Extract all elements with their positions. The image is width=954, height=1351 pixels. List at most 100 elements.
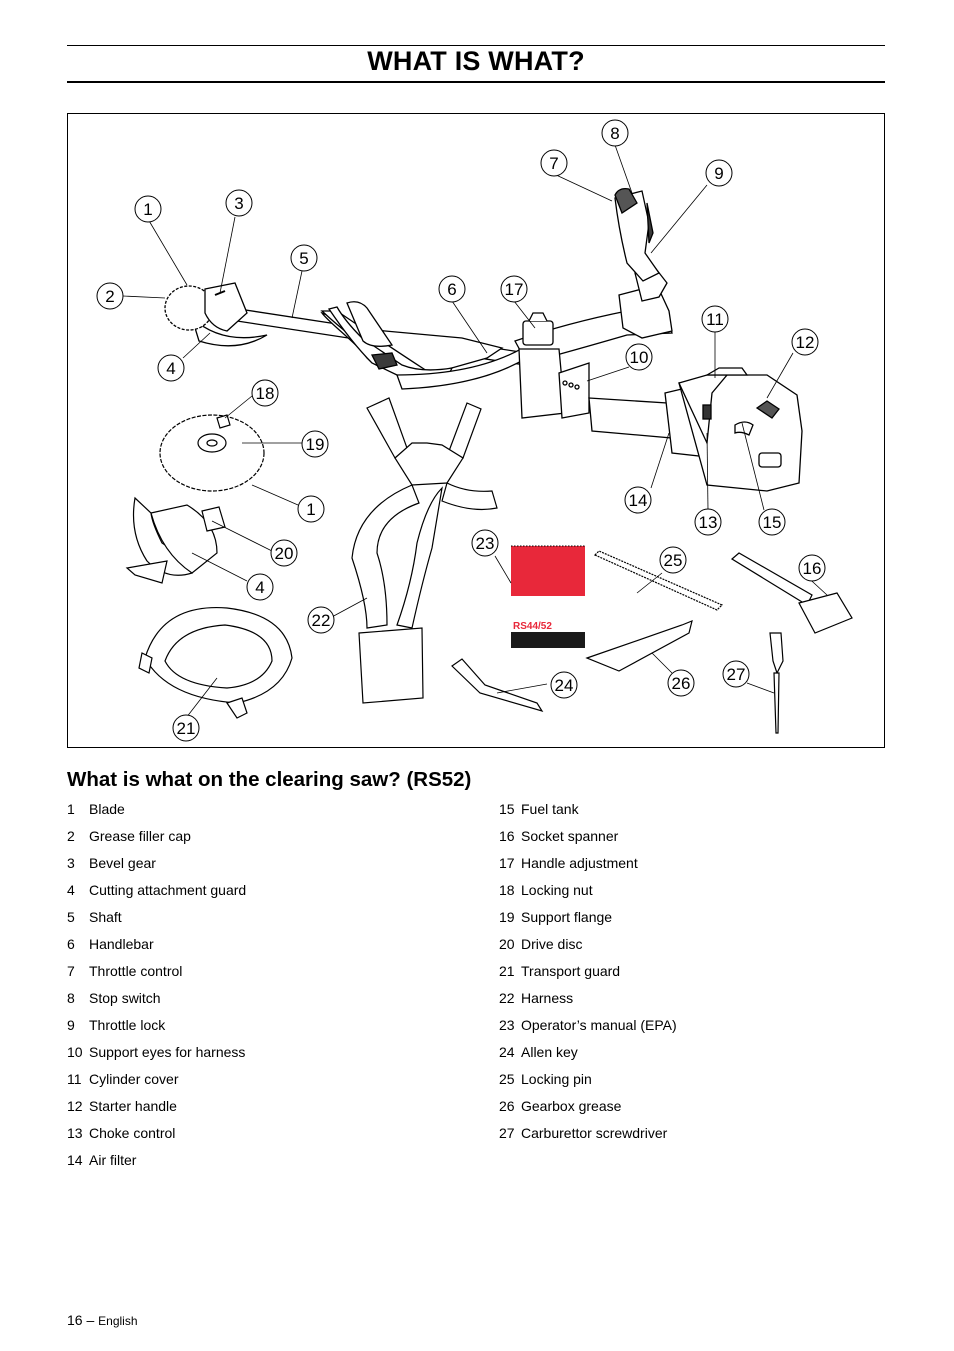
svg-text:4: 4 [166, 359, 175, 378]
item-label: Bevel gear [89, 855, 156, 871]
item-number: 24 [499, 1044, 515, 1060]
item-number: 17 [499, 855, 515, 871]
callout-20: 20 [270, 539, 298, 567]
item-label: Blade [89, 801, 125, 817]
list-item: 1 Blade [67, 799, 246, 826]
item-label: Handle adjustment [521, 855, 638, 871]
svg-text:6: 6 [447, 280, 456, 299]
callout-23: 23 [471, 529, 499, 557]
svg-text:4: 4 [255, 578, 264, 597]
item-number: 21 [499, 963, 515, 979]
callout-15: 15 [758, 508, 786, 536]
item-number: 25 [499, 1071, 515, 1087]
callout-9: 9 [705, 159, 733, 187]
callout-3: 3 [225, 189, 253, 217]
item-label: Throttle lock [89, 1017, 166, 1033]
item-number: 27 [499, 1125, 515, 1141]
svg-text:24: 24 [555, 676, 574, 695]
manual-label: RS44/52 [513, 621, 552, 632]
callout-24: 24 [550, 671, 578, 699]
item-label: Stop switch [89, 990, 161, 1006]
callout-6: 6 [438, 275, 466, 303]
svg-text:5: 5 [299, 249, 308, 268]
svg-text:3: 3 [234, 194, 243, 213]
svg-text:15: 15 [763, 513, 782, 532]
item-label: Fuel tank [521, 801, 579, 817]
callout-16: 16 [798, 554, 826, 582]
callout-27: 27 [722, 660, 750, 688]
svg-text:16: 16 [803, 559, 822, 578]
item-number: 5 [67, 909, 75, 925]
item-number: 22 [499, 990, 515, 1006]
item-label: Operator’s manual (EPA) [521, 1017, 677, 1033]
handlebar-drawing [327, 301, 547, 390]
svg-text:21: 21 [177, 719, 196, 738]
blade-parts-drawing [159, 414, 265, 492]
manual-drawing [511, 545, 585, 648]
item-label: Support eyes for harness [89, 1044, 246, 1060]
callout-22: 22 [307, 606, 335, 634]
item-number: 1 [67, 801, 75, 817]
title-underline [67, 81, 885, 83]
item-number: 23 [499, 1017, 515, 1033]
item-label: Locking nut [521, 882, 593, 898]
item-number: 6 [67, 936, 75, 952]
svg-text:13: 13 [699, 513, 718, 532]
item-number: 7 [67, 963, 75, 979]
item-number: 11 [67, 1071, 82, 1087]
svg-text:26: 26 [672, 674, 691, 693]
page-number: 16 [67, 1312, 83, 1328]
list-item: 17 Handle adjustment [499, 853, 677, 880]
svg-text:8: 8 [610, 124, 619, 143]
list-item: 11 Cylinder cover [67, 1069, 246, 1096]
list-item: 7 Throttle control [67, 961, 246, 988]
item-label: Grease filler cap [89, 828, 191, 844]
callout-5: 5 [290, 244, 318, 272]
svg-text:22: 22 [312, 611, 331, 630]
item-label: Throttle control [89, 963, 183, 979]
svg-text:25: 25 [664, 551, 683, 570]
page-footer: 16 – English [67, 1312, 138, 1328]
callouts: 1 2 3 4 5 6 7 8 9 10 11 12 13 14 15 16 1… [96, 119, 826, 742]
svg-text:19: 19 [306, 435, 325, 454]
handle-clamp-drawing [518, 312, 590, 419]
section-heading: What is what on the clearing saw? (RS52) [67, 768, 472, 791]
harness-drawing [351, 397, 498, 704]
item-number: 12 [67, 1098, 83, 1114]
list-item: 9 Throttle lock [67, 1015, 246, 1042]
leader-lines [122, 144, 828, 719]
callout-19: 19 [301, 430, 329, 458]
svg-text:1: 1 [306, 500, 315, 519]
svg-text:9: 9 [714, 164, 723, 183]
item-number: 4 [67, 882, 75, 898]
item-number: 9 [67, 1017, 75, 1033]
callout-18: 18 [251, 379, 279, 407]
svg-text:27: 27 [727, 665, 746, 684]
callout-17: 17 [500, 275, 528, 303]
callout-8: 8 [601, 119, 629, 147]
item-label: Cylinder cover [89, 1071, 179, 1087]
page-title: WHAT IS WHAT? [367, 46, 585, 76]
item-label: Starter handle [89, 1098, 177, 1114]
transport-guard-drawing [138, 606, 293, 719]
cutting-head-drawing [164, 282, 268, 347]
list-item: 23 Operator’s manual (EPA) [499, 1015, 677, 1042]
callout-13: 13 [694, 508, 722, 536]
item-label: Carburettor screwdriver [521, 1125, 668, 1141]
list-item: 12 Starter handle [67, 1096, 246, 1123]
svg-text:2: 2 [105, 287, 114, 306]
callout-12: 12 [791, 328, 819, 356]
engine-drawing [588, 367, 803, 492]
item-label: Handlebar [89, 936, 154, 952]
